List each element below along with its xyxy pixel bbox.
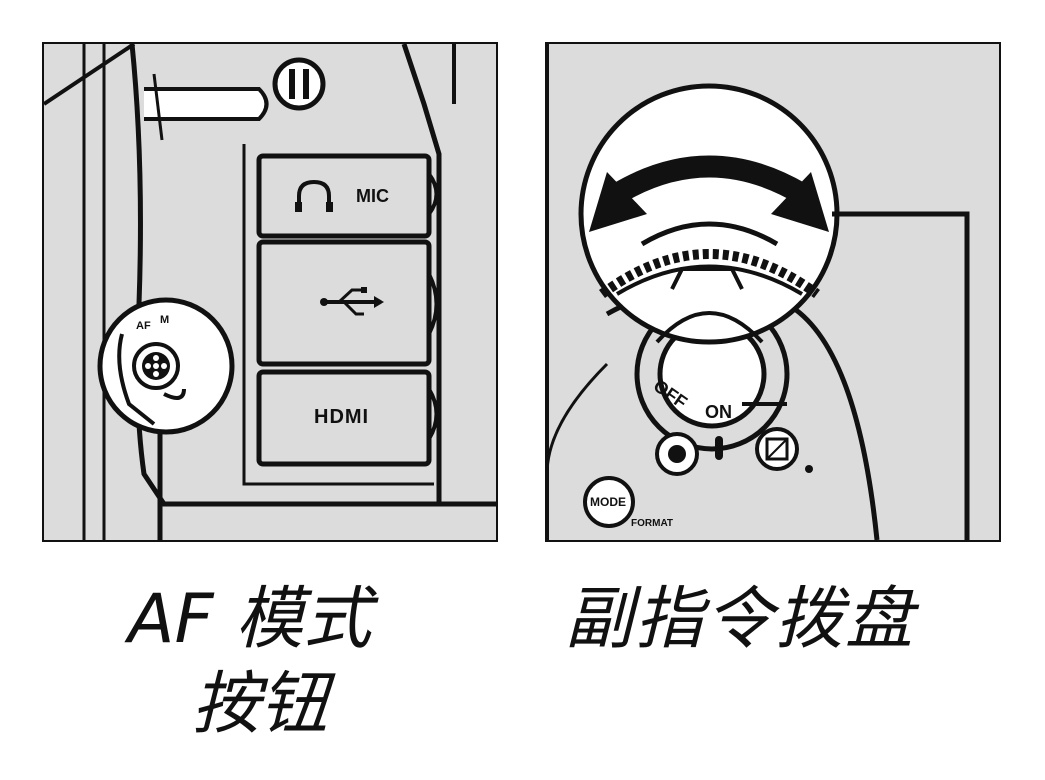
sub-command-dial-caption: 副指令拨盘	[565, 580, 916, 659]
mic-port-label: MIC	[356, 186, 389, 206]
format-label: FORMAT	[631, 518, 674, 529]
headphone-icon	[295, 179, 333, 212]
m-mark-label: M	[160, 314, 170, 326]
mode-button-label: MODE	[590, 495, 626, 509]
camera-side-drawing	[44, 44, 496, 540]
rotate-arrow-icon	[611, 155, 808, 204]
port-cover-hdmi	[256, 369, 432, 467]
af-mark-label: AF	[136, 320, 151, 332]
camera-front-drawing	[547, 44, 970, 540]
mode-button	[583, 476, 635, 528]
usb-icon	[320, 287, 384, 316]
hdmi-port-label: HDMI	[314, 406, 370, 428]
camera-side-illustration: MIC HDMI AF M	[42, 42, 498, 542]
on-label: ON	[705, 402, 732, 422]
af-mode-button-caption: AF 模式	[128, 580, 372, 659]
camera-front-illustration: OFF ON MODE FORMAT	[545, 42, 1001, 542]
port-cover-mic	[256, 153, 432, 239]
af-mode-button-caption-line2: 按钮	[192, 665, 329, 744]
